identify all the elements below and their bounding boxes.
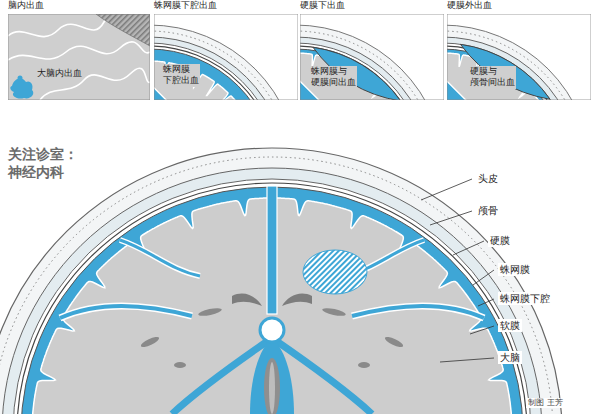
panel-heading: 硬膜下出血 bbox=[300, 0, 345, 11]
part-label: 大脑 bbox=[498, 351, 522, 364]
blood-lens bbox=[460, 44, 550, 99]
shape bbox=[154, 43, 281, 100]
credit-text: 制图 王芳 bbox=[526, 398, 565, 408]
shape bbox=[447, 14, 591, 100]
shape bbox=[154, 14, 298, 100]
shape bbox=[300, 25, 444, 100]
part-label: 蛛网膜 bbox=[498, 263, 532, 276]
panel-label: 蛛网膜 下腔出血 bbox=[162, 64, 200, 87]
part-label: 软膜 bbox=[498, 319, 522, 332]
shape bbox=[154, 31, 293, 100]
panel-heading: 脑内出血 bbox=[8, 0, 44, 11]
shape bbox=[154, 49, 275, 100]
part-label: 蛛网膜下腔 bbox=[498, 292, 552, 305]
shape bbox=[300, 37, 433, 100]
shape bbox=[447, 25, 591, 100]
panel-art bbox=[300, 14, 444, 100]
hemorrhage-panel: 蛛网膜下腔出血蛛网膜 下腔出血 bbox=[154, 0, 298, 100]
part-label: 头皮 bbox=[476, 172, 500, 185]
shape bbox=[300, 14, 444, 100]
shape bbox=[447, 31, 586, 100]
panel-art bbox=[8, 14, 150, 100]
shape bbox=[447, 43, 574, 100]
shape bbox=[300, 43, 427, 100]
shape bbox=[154, 61, 263, 100]
hemorrhage-panel: 硬膜外出血硬膜与 颅骨间出血 bbox=[447, 0, 591, 100]
panel-heading: 蛛网膜下腔出血 bbox=[154, 0, 217, 11]
hemorrhage-panel: 硬膜下出血蛛网膜与 硬膜间出血 bbox=[300, 0, 444, 100]
shape bbox=[447, 49, 568, 100]
shape bbox=[154, 46, 278, 100]
hemorrhage-panel: 脑内出血大脑内出血 bbox=[8, 0, 150, 100]
head-section bbox=[0, 148, 562, 414]
shape bbox=[300, 31, 439, 100]
shape bbox=[154, 25, 298, 100]
shape bbox=[447, 46, 571, 100]
section-title: 关注诊室： 神经内科 bbox=[8, 146, 78, 181]
panel-heading: 硬膜外出血 bbox=[447, 0, 492, 11]
panel-art bbox=[447, 14, 591, 100]
panel-art bbox=[154, 14, 298, 100]
shape bbox=[154, 37, 287, 100]
panel-label: 大脑内出血 bbox=[36, 68, 83, 79]
shape bbox=[447, 37, 580, 100]
part-label: 颅骨 bbox=[476, 204, 500, 217]
panel-label: 硬膜与 颅骨间出血 bbox=[469, 66, 516, 89]
part-label: 硬膜 bbox=[488, 234, 512, 247]
panel-label: 蛛网膜与 硬膜间出血 bbox=[310, 66, 357, 89]
shape bbox=[300, 46, 424, 100]
